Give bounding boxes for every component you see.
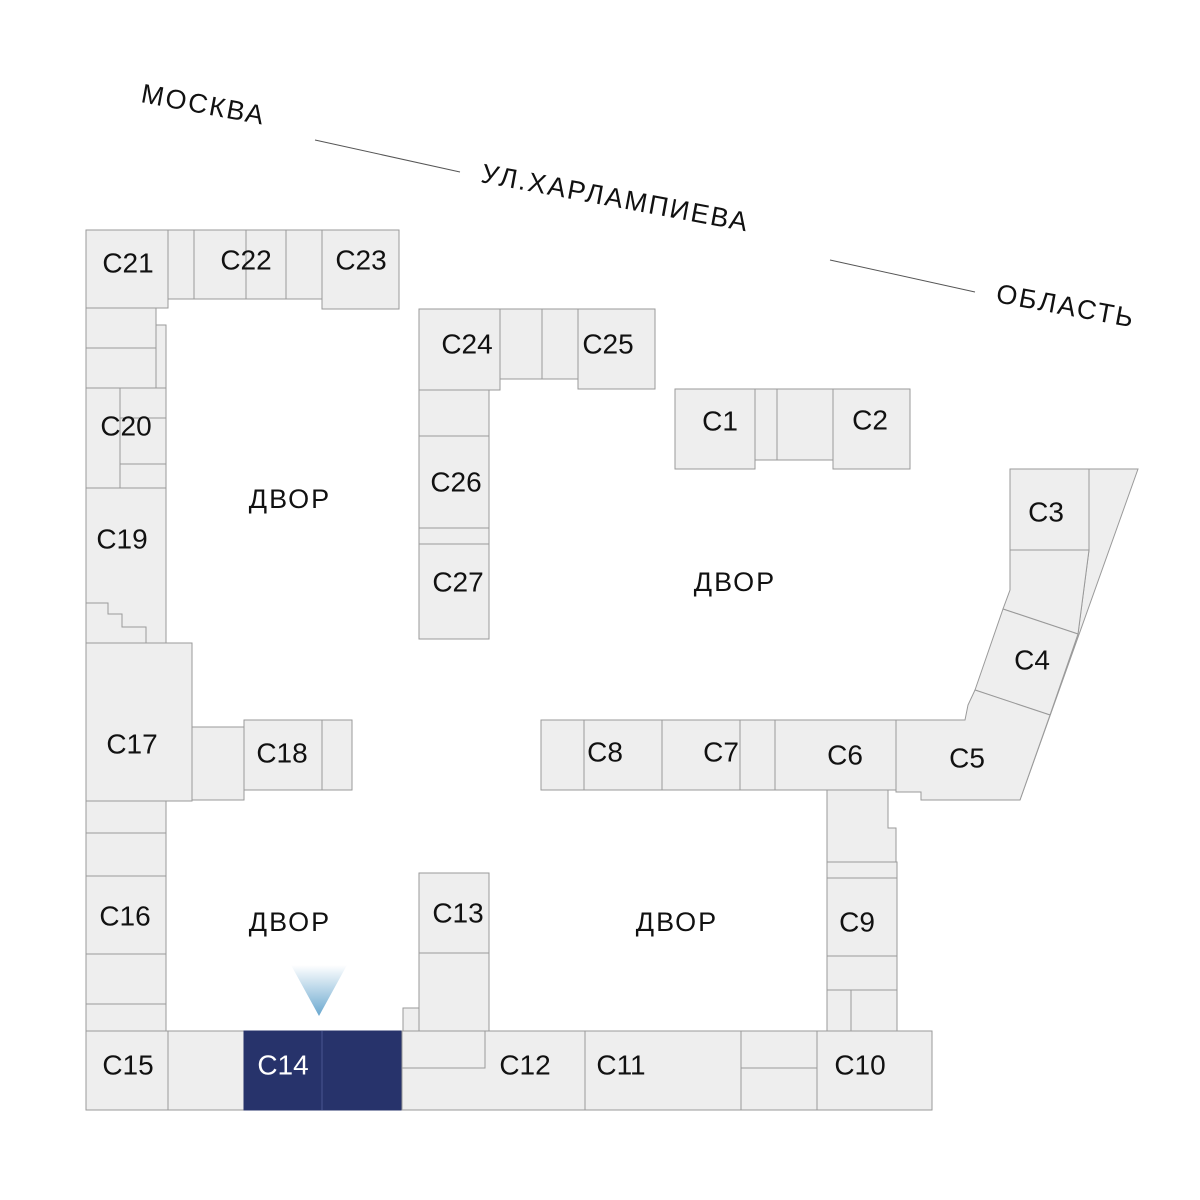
- north-east-building: [674, 388, 911, 470]
- section-label-c27: С27: [432, 567, 483, 598]
- section-label-c5: С5: [949, 743, 985, 774]
- section-c11-block[interactable]: [584, 1030, 742, 1111]
- section-label-c19: С19: [96, 524, 147, 555]
- section-label-c9: С9: [839, 907, 875, 938]
- east-wing: [895, 468, 1139, 801]
- section-c10-block[interactable]: [816, 1030, 933, 1111]
- section-c2-block[interactable]: [832, 388, 911, 470]
- section-label-c7: С7: [703, 737, 739, 768]
- section-c27-block[interactable]: [418, 543, 490, 640]
- south-wing: [85, 1030, 933, 1111]
- west-wing: [85, 229, 353, 1032]
- section-label-c24: С24: [441, 329, 492, 360]
- street-name: УЛ.ХАРЛАМПИЕВА: [479, 158, 752, 237]
- section-c22-block[interactable]: [193, 229, 247, 300]
- road-line-right: [829, 259, 976, 293]
- section-c25-block[interactable]: [577, 308, 656, 390]
- section-label-c20: С20: [100, 411, 151, 442]
- section-label-c14: С14: [257, 1050, 308, 1081]
- section-c1-block[interactable]: [674, 388, 756, 470]
- section-c5-block[interactable]: [895, 689, 1051, 801]
- section-label-c11: С11: [596, 1050, 645, 1081]
- section-label-c3: С3: [1028, 497, 1064, 528]
- section-label-c2: С2: [852, 405, 888, 436]
- section-label-c12: С12: [499, 1050, 550, 1081]
- section-label-c22: С22: [220, 245, 271, 276]
- section-label-c4: С4: [1014, 645, 1050, 676]
- section-label-c10: С10: [834, 1050, 885, 1081]
- section-c21-block[interactable]: [85, 229, 169, 309]
- section-c7-block[interactable]: [661, 719, 741, 791]
- section-label-c13: С13: [432, 898, 483, 929]
- section-c3-block[interactable]: [1009, 468, 1090, 551]
- section-c14-block[interactable]: [243, 1030, 323, 1111]
- location-marker-icon: [291, 965, 347, 1016]
- road-line-left: [314, 139, 461, 173]
- section-c19-block[interactable]: [85, 487, 167, 644]
- street-label-moscow: МОСКВА: [139, 78, 268, 130]
- section-label-c15: С15: [102, 1050, 153, 1081]
- section-c17-block[interactable]: [85, 642, 193, 802]
- section-label-c8: С8: [587, 737, 623, 768]
- section-c26-block[interactable]: [418, 435, 490, 529]
- yard-label-south-west: ДВОР: [249, 907, 331, 937]
- middle-wing: [418, 308, 656, 640]
- section-c6-block[interactable]: [774, 719, 897, 791]
- section-c8-block[interactable]: [583, 719, 663, 791]
- yard-label-south-east: ДВОР: [636, 907, 718, 937]
- section-label-c6: С6: [827, 740, 863, 771]
- yard-label-north-east: ДВОР: [694, 567, 776, 597]
- section-c15-block[interactable]: [85, 1030, 169, 1111]
- street-label-oblast: ОБЛАСТЬ: [994, 278, 1138, 333]
- section-label-c17: С17: [106, 729, 157, 760]
- c13-building: [402, 872, 490, 1032]
- section-label-c16: С16: [99, 901, 150, 932]
- section-label-c21: С21: [102, 248, 153, 279]
- central-east-row: [540, 719, 898, 1034]
- section-c20-block[interactable]: [85, 387, 121, 489]
- section-label-c26: С26: [430, 467, 481, 498]
- section-c9-block[interactable]: [826, 877, 898, 957]
- section-label-c23: С23: [335, 245, 386, 276]
- north-wing: [167, 229, 400, 310]
- section-c24-block[interactable]: [418, 308, 501, 391]
- section-label-c18: С18: [256, 738, 307, 769]
- section-c23-block[interactable]: [321, 229, 400, 310]
- section-labels: С1 С2 С3 С4 С5 С6 С7 С8 С9 С10 С11 С12 С…: [96, 245, 1064, 1081]
- section-c16-block[interactable]: [85, 875, 167, 955]
- section-label-c1: С1: [702, 406, 738, 437]
- yard-label-north-west: ДВОР: [249, 484, 331, 514]
- section-c18-block[interactable]: [243, 719, 323, 791]
- section-label-c25: С25: [582, 329, 633, 360]
